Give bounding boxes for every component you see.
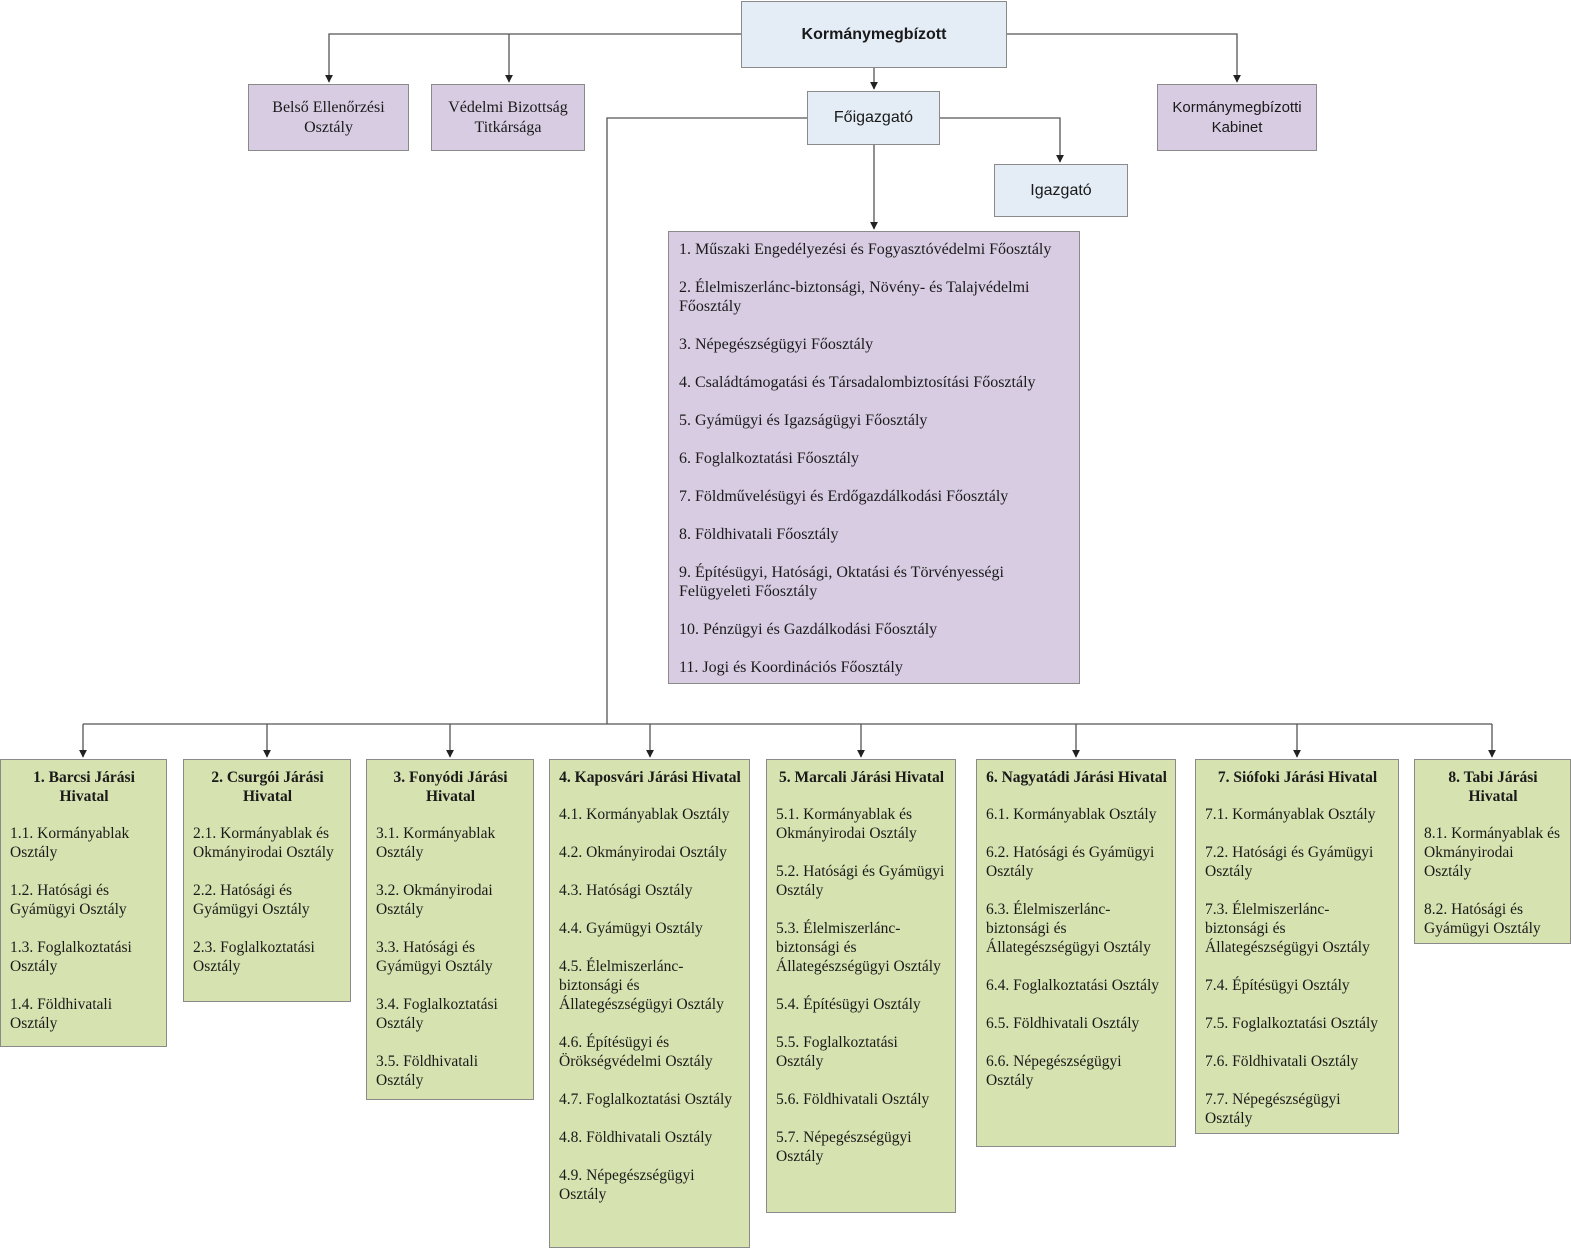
foosztaly-item: 10. Pénzügyi és Gazdálkodási Főosztály	[679, 621, 938, 638]
foosztaly-item: 11. Jogi és Koordinációs Főosztály	[679, 659, 903, 676]
osztaly-item: 6.5. Földhivatali Osztály	[986, 1015, 1140, 1032]
igazgato-label: Igazgató	[1030, 181, 1092, 199]
osztaly-item: 1.4. Földhivatali Osztály	[10, 996, 113, 1032]
osztaly-item: 2.1. Kormányablak és Okmányirodai Osztál…	[193, 825, 334, 861]
jarasi-hivatal-title: 8. Tabi Járási Hivatal	[1448, 769, 1538, 805]
foosztaly-item: 1. Műszaki Engedélyezési és Fogyasztóvéd…	[679, 241, 1052, 258]
osztaly-item: 8.1. Kormányablak és Okmányirodai Osztál…	[1424, 825, 1561, 880]
osztaly-item: 1.3. Foglalkoztatási Osztály	[10, 939, 132, 975]
osztaly-item: 3.1. Kormányablak Osztály	[376, 825, 496, 861]
jarasi-hivatal-2: 2. Csurgói Járási Hivatal 2.1. Kormányabl…	[183, 759, 351, 1002]
osztaly-item: 6.3. Élelmiszerlánc-biztonsági és Állate…	[986, 901, 1151, 956]
jarasi-hivatal-title: 5. Marcali Járási Hivatal	[778, 769, 945, 786]
osztaly-item: 5.5. Foglalkoztatási Osztály	[776, 1034, 898, 1070]
foigazgato-label: Főigazgató	[833, 109, 914, 126]
osztaly-item: 3.2. Okmányirodai Osztály	[376, 882, 493, 918]
osztaly-item: 5.6. Földhivatali Osztály	[776, 1091, 930, 1108]
jarasi-hivatal-title: 2. Csurgói Járási Hivatal	[211, 769, 324, 805]
osztaly-item: 2.2. Hatósági és Gyámügyi Osztály	[193, 882, 310, 918]
jarasi-hivatal-5: 5. Marcali Járási Hivatal 5.1. Kormányabl…	[766, 759, 956, 1213]
osztaly-item: 3.3. Hatósági és Gyámügyi Osztály	[376, 939, 493, 975]
belso-ellenorzesi-box: Belső Ellenőrzési Osztály	[248, 84, 409, 151]
foosztaly-item: 9. Építésügyi, Hatósági, Oktatási és Tör…	[679, 564, 1004, 600]
jarasi-hivatal-title: 7. Siófoki Járási Hivatal	[1217, 769, 1378, 786]
osztaly-item: 4.2. Okmányirodai Osztály	[559, 844, 727, 861]
osztaly-item: 7.6. Földhivatali Osztály	[1205, 1053, 1359, 1070]
osztaly-item: 1.1. Kormányablak Osztály	[10, 825, 130, 861]
osztaly-item: 5.1. Kormányablak és Okmányirodai Osztál…	[776, 806, 917, 842]
osztaly-item: 4.4. Gyámügyi Osztály	[559, 920, 703, 937]
kormanymegbizott-box: Kormánymegbízott	[741, 1, 1007, 68]
osztaly-item: 1.2. Hatósági és Gyámügyi Osztály	[10, 882, 127, 918]
osztaly-item: 3.4. Foglalkoztatási Osztály	[376, 996, 498, 1032]
jarasi-hivatal-title: 4. Kaposvári Járási Hivatal	[559, 769, 741, 786]
osztaly-item: 4.6. Építésügyi és Örökségvédelmi Osztál…	[559, 1034, 713, 1070]
osztaly-item: 8.2. Hatósági és Gyámügyi Osztály	[1424, 901, 1541, 937]
osztaly-item: 4.7. Foglalkoztatási Osztály	[559, 1091, 733, 1108]
osztaly-item: 4.1. Kormányablak Osztály	[559, 806, 730, 823]
osztaly-item: 7.3. Élelmiszerlánc-biztonsági és Állate…	[1205, 901, 1370, 956]
osztaly-item: 4.9. Népegészségügyi Osztály	[559, 1167, 695, 1203]
osztaly-item: 4.3. Hatósági Osztály	[559, 882, 693, 899]
osztaly-item: 7.7. Népegészségügyi Osztály	[1205, 1091, 1341, 1127]
foosztaly-item: 6. Foglalkoztatási Főosztály	[679, 450, 859, 467]
jarasi-hivatal-4: 4. Kaposvári Járási Hivatal 4.1. Kormánya…	[549, 759, 750, 1248]
osztaly-item: 5.2. Hatósági és Gyámügyi Osztály	[776, 863, 945, 899]
vedelmi-bizottsag-box: Védelmi Bizottság Titkársága	[431, 84, 585, 151]
kabinet-label: Kormánymegbízotti Kabinet	[1172, 98, 1302, 136]
kormanymegbizott-label: Kormánymegbízott	[801, 25, 947, 43]
vedelmi-bizottsag-label: Védelmi Bizottság Titkársága	[448, 98, 568, 136]
osztaly-item: 6.6. Népegészségügyi Osztály	[986, 1053, 1122, 1089]
foosztalyok-box: 1. Műszaki Engedélyezési és Fogyasztóvéd…	[668, 231, 1080, 684]
jarasi-hivatal-title: 6. Nagyatádi Járási Hivatal	[986, 769, 1167, 786]
osztaly-item: 6.2. Hatósági és Gyámügyi Osztály	[986, 844, 1155, 880]
jarasi-hivatal-8: 8. Tabi Járási Hivatal 8.1. Kormányablak …	[1414, 759, 1571, 944]
osztaly-item: 4.5. Élelmiszerlánc-biztonsági és Állate…	[559, 958, 724, 1013]
jarasi-hivatal-1: 1. Barcsi Járási Hivatal 1.1. Kormányabla…	[0, 759, 167, 1047]
osztaly-item: 2.3. Foglalkoztatási Osztály	[193, 939, 315, 975]
jarasi-hivatal-3: 3. Fonyódi Járási Hivatal 3.1. Kormányabl…	[366, 759, 534, 1100]
foigazgato-box: Főigazgató	[807, 91, 940, 145]
jarasi-hivatal-6: 6. Nagyatádi Járási Hivatal 6.1. Kormánya…	[976, 759, 1176, 1147]
osztaly-item: 7.1. Kormányablak Osztály	[1205, 806, 1376, 823]
foosztaly-item: 5. Gyámügyi és Igazságügyi Főosztály	[679, 412, 928, 429]
osztaly-item: 5.4. Építésügyi Osztály	[776, 996, 921, 1013]
osztaly-item: 7.2. Hatósági és Gyámügyi Osztály	[1205, 844, 1374, 880]
osztaly-item: 5.7. Népegészségügyi Osztály	[776, 1129, 912, 1165]
foosztaly-item: 3. Népegészségügyi Főosztály	[679, 336, 874, 353]
igazgato-box: Igazgató	[994, 164, 1128, 217]
osztaly-item: 5.3. Élelmiszerlánc-biztonsági és Állate…	[776, 920, 941, 975]
osztaly-item: 7.4. Építésügyi Osztály	[1205, 977, 1350, 994]
osztaly-item: 6.4. Foglalkoztatási Osztály	[986, 977, 1160, 994]
osztaly-item: 6.1. Kormányablak Osztály	[986, 806, 1157, 823]
jarasi-hivatal-title: 3. Fonyódi Járási Hivatal	[393, 769, 508, 805]
osztaly-item: 7.5. Foglalkoztatási Osztály	[1205, 1015, 1379, 1032]
jarasi-hivatal-title: 1. Barcsi Járási Hivatal	[33, 769, 135, 805]
osztaly-item: 3.5. Földhivatali Osztály	[376, 1053, 479, 1089]
foosztaly-item: 4. Családtámogatási és Társadalombiztosí…	[679, 374, 1036, 391]
belso-ellenorzesi-label: Belső Ellenőrzési Osztály	[272, 98, 385, 136]
foosztaly-item: 2. Élelmiszerlánc-biztonsági, Növény- és…	[679, 279, 1030, 315]
jarasi-hivatal-7: 7. Siófoki Járási Hivatal 7.1. Kormányabl…	[1195, 759, 1399, 1134]
kabinet-box: Kormánymegbízotti Kabinet	[1157, 84, 1317, 151]
osztaly-item: 4.8. Földhivatali Osztály	[559, 1129, 713, 1146]
foosztaly-item: 8. Földhivatali Főosztály	[679, 526, 839, 543]
foosztaly-item: 7. Földművelésügyi és Erdőgazdálkodási F…	[679, 488, 1009, 505]
